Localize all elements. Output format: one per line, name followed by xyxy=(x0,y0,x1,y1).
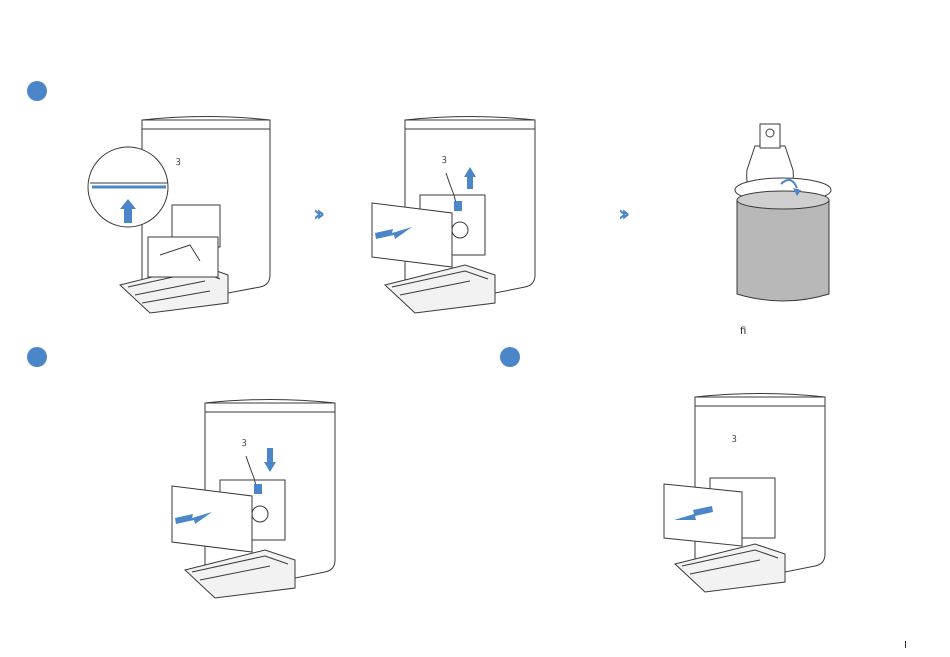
page-footer-mark: I xyxy=(904,640,907,651)
station-open-lid-illustration: ꝫ xyxy=(80,115,280,315)
step-1-marker xyxy=(27,81,47,101)
station-install-bag-illustration: ꝫ xyxy=(170,398,340,598)
svg-text:ꝫ: ꝫ xyxy=(242,437,247,447)
svg-text:ꝫ: ꝫ xyxy=(732,433,737,443)
svg-text:ꝫ: ꝫ xyxy=(442,154,447,164)
station-remove-bag-illustration: ꝫ xyxy=(370,115,540,310)
double-chevron-icon: ›› xyxy=(313,202,319,227)
dust-bin-illustration xyxy=(725,118,845,308)
note-text: fi xyxy=(740,326,746,337)
svg-text:ꝫ: ꝫ xyxy=(176,156,181,166)
station-close-drawer-illustration: ꝫ xyxy=(660,392,830,592)
double-chevron-icon: ›› xyxy=(618,202,624,227)
step-2-marker xyxy=(27,347,47,367)
step-3-marker xyxy=(500,347,520,367)
